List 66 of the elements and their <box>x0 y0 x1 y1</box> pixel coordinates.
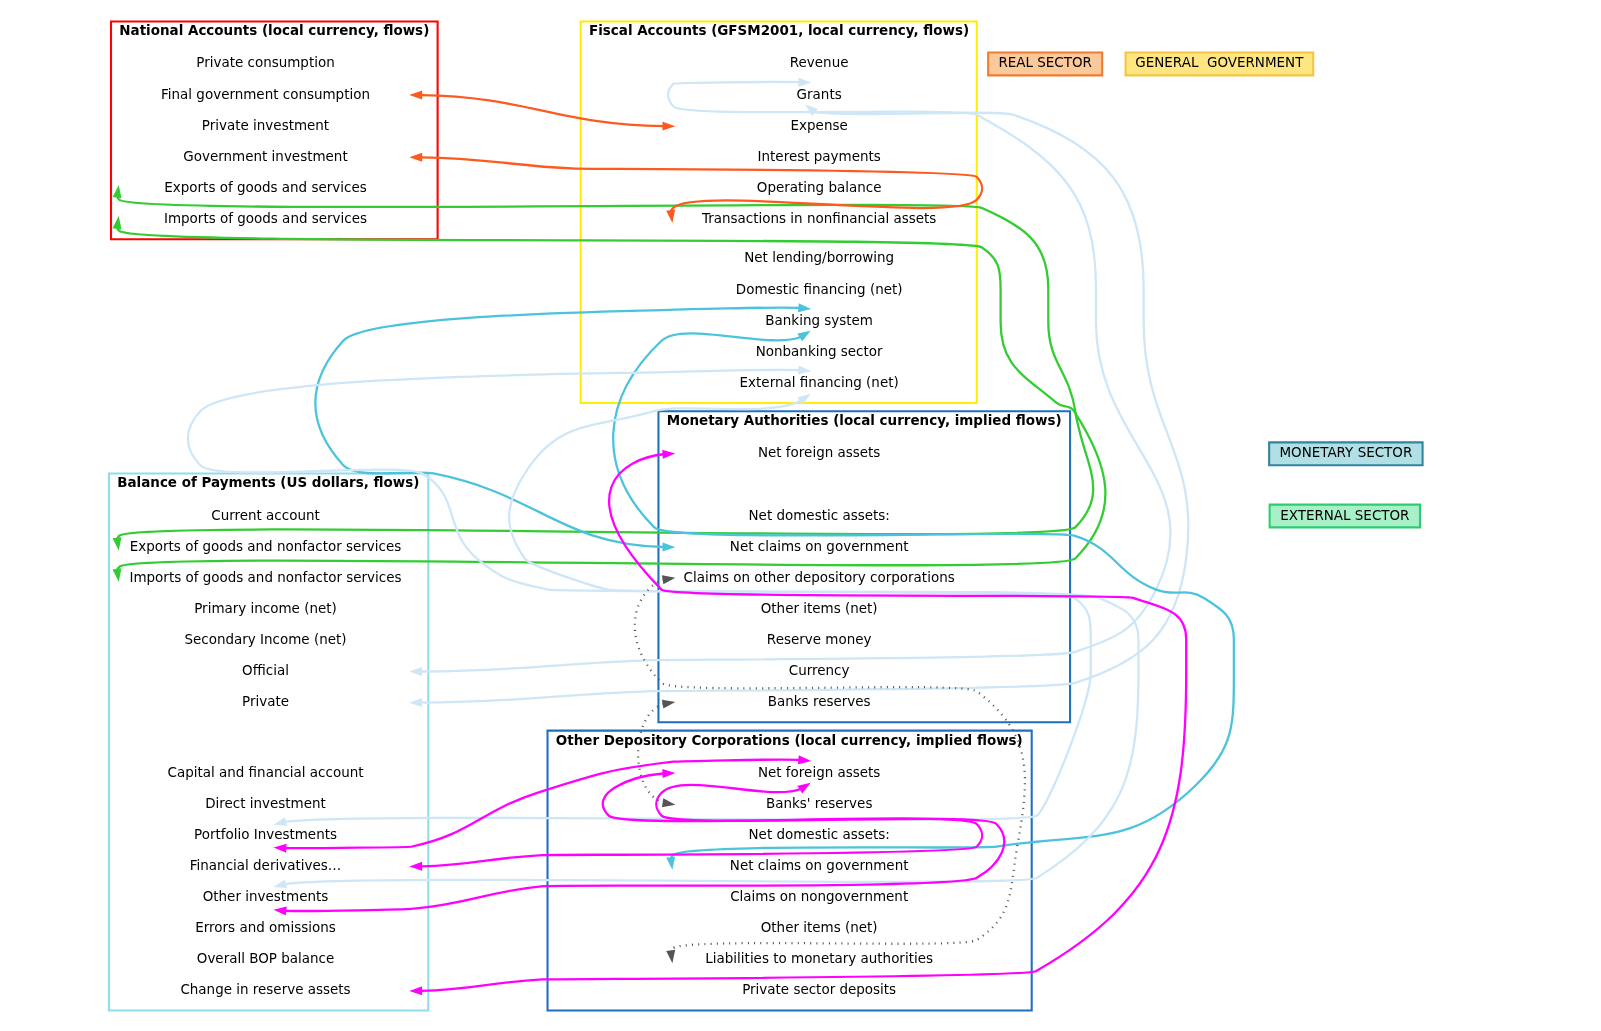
node-text: Net foreign assets <box>757 443 881 460</box>
node-text: Interest payments <box>757 147 881 164</box>
node-text: Direct investment <box>205 794 326 811</box>
node-text: Reserve money <box>766 630 872 647</box>
node-text: Banks reserves <box>767 692 871 709</box>
arrow <box>273 393 1140 888</box>
node-text: Official <box>242 661 289 678</box>
node-box: MONETARY SECTOR <box>1268 440 1424 466</box>
node-text: Private consumption <box>196 53 335 70</box>
arrow <box>273 754 812 853</box>
node-text: Current account <box>211 506 320 523</box>
arrow <box>409 449 1188 995</box>
node-text: Banking system <box>765 311 873 328</box>
node-text: Private <box>242 692 289 709</box>
node-text: Errors and omissions <box>195 918 336 935</box>
node-text: Other items (net) <box>760 599 878 616</box>
node-text: Net domestic assets: <box>748 825 890 842</box>
node-text: Exports of goods and nonfactor services <box>129 537 402 554</box>
node-box: EXTERNAL SECTOR <box>1268 503 1422 528</box>
node-text: Imports of goods and nonfactor services <box>129 568 402 585</box>
node-text: Net foreign assets <box>757 763 881 780</box>
node-text: Domestic financing (net) <box>735 280 903 296</box>
node-text: Exports of goods and services <box>164 178 367 195</box>
node-text: Net domestic assets: <box>748 506 890 523</box>
node-text: Net claims on government <box>729 537 909 554</box>
node-text: Financial derivatives… <box>189 856 342 873</box>
node-text: Net claims on government <box>729 856 909 873</box>
node-text: Other investments <box>202 887 329 904</box>
node-text: Overall BOP balance <box>196 949 335 966</box>
node-text: Other items (net) <box>760 918 878 935</box>
node-text: Government investment <box>183 147 348 164</box>
node-text: Currency <box>788 661 850 678</box>
arrow <box>314 302 812 551</box>
node-text: External financing (net) <box>739 373 899 390</box>
arrow <box>112 184 1094 551</box>
arrow <box>187 365 1092 826</box>
node-text: Claims on nongovernment <box>730 887 909 904</box>
node-text: Claims on other depository corporations <box>683 568 955 585</box>
arrow <box>112 215 1107 582</box>
node-text: Private sector deposits <box>742 980 897 997</box>
node-text: Final government consumption <box>161 85 370 102</box>
node-text: Liabilities to monetary authorities <box>705 949 933 966</box>
node-text: Nonbanking sector <box>755 342 883 359</box>
arrow <box>409 152 983 223</box>
node-text: Secondary Income (net) <box>184 630 347 647</box>
node-text: Capital and financial account <box>167 763 364 780</box>
node-text: Change in reserve assets <box>180 980 351 997</box>
node-text: Primary income (net) <box>194 599 337 616</box>
node-text: Imports of goods and services <box>163 209 368 226</box>
node-text: Banks' reserves <box>765 794 873 811</box>
node-text: Net lending/borrowing <box>744 248 895 265</box>
node-text: Private investment <box>201 116 330 133</box>
node-text: Grants <box>796 85 842 102</box>
arrow <box>409 768 984 871</box>
arrow <box>409 90 676 131</box>
node-text: Revenue <box>789 53 849 70</box>
node-box: GENERAL GOVERNMENT <box>1124 51 1315 76</box>
arrow <box>636 699 676 807</box>
node-text: Operating balance <box>756 178 882 195</box>
arrow <box>273 782 1005 915</box>
node-text: Transactions in nonfinancial assets <box>701 209 937 226</box>
node-text: Portfolio Investments <box>194 825 338 842</box>
node-text: Expense <box>790 116 848 133</box>
node-box: REAL SECTOR <box>987 51 1104 76</box>
arrow <box>633 574 1026 963</box>
arrow <box>612 330 1236 870</box>
